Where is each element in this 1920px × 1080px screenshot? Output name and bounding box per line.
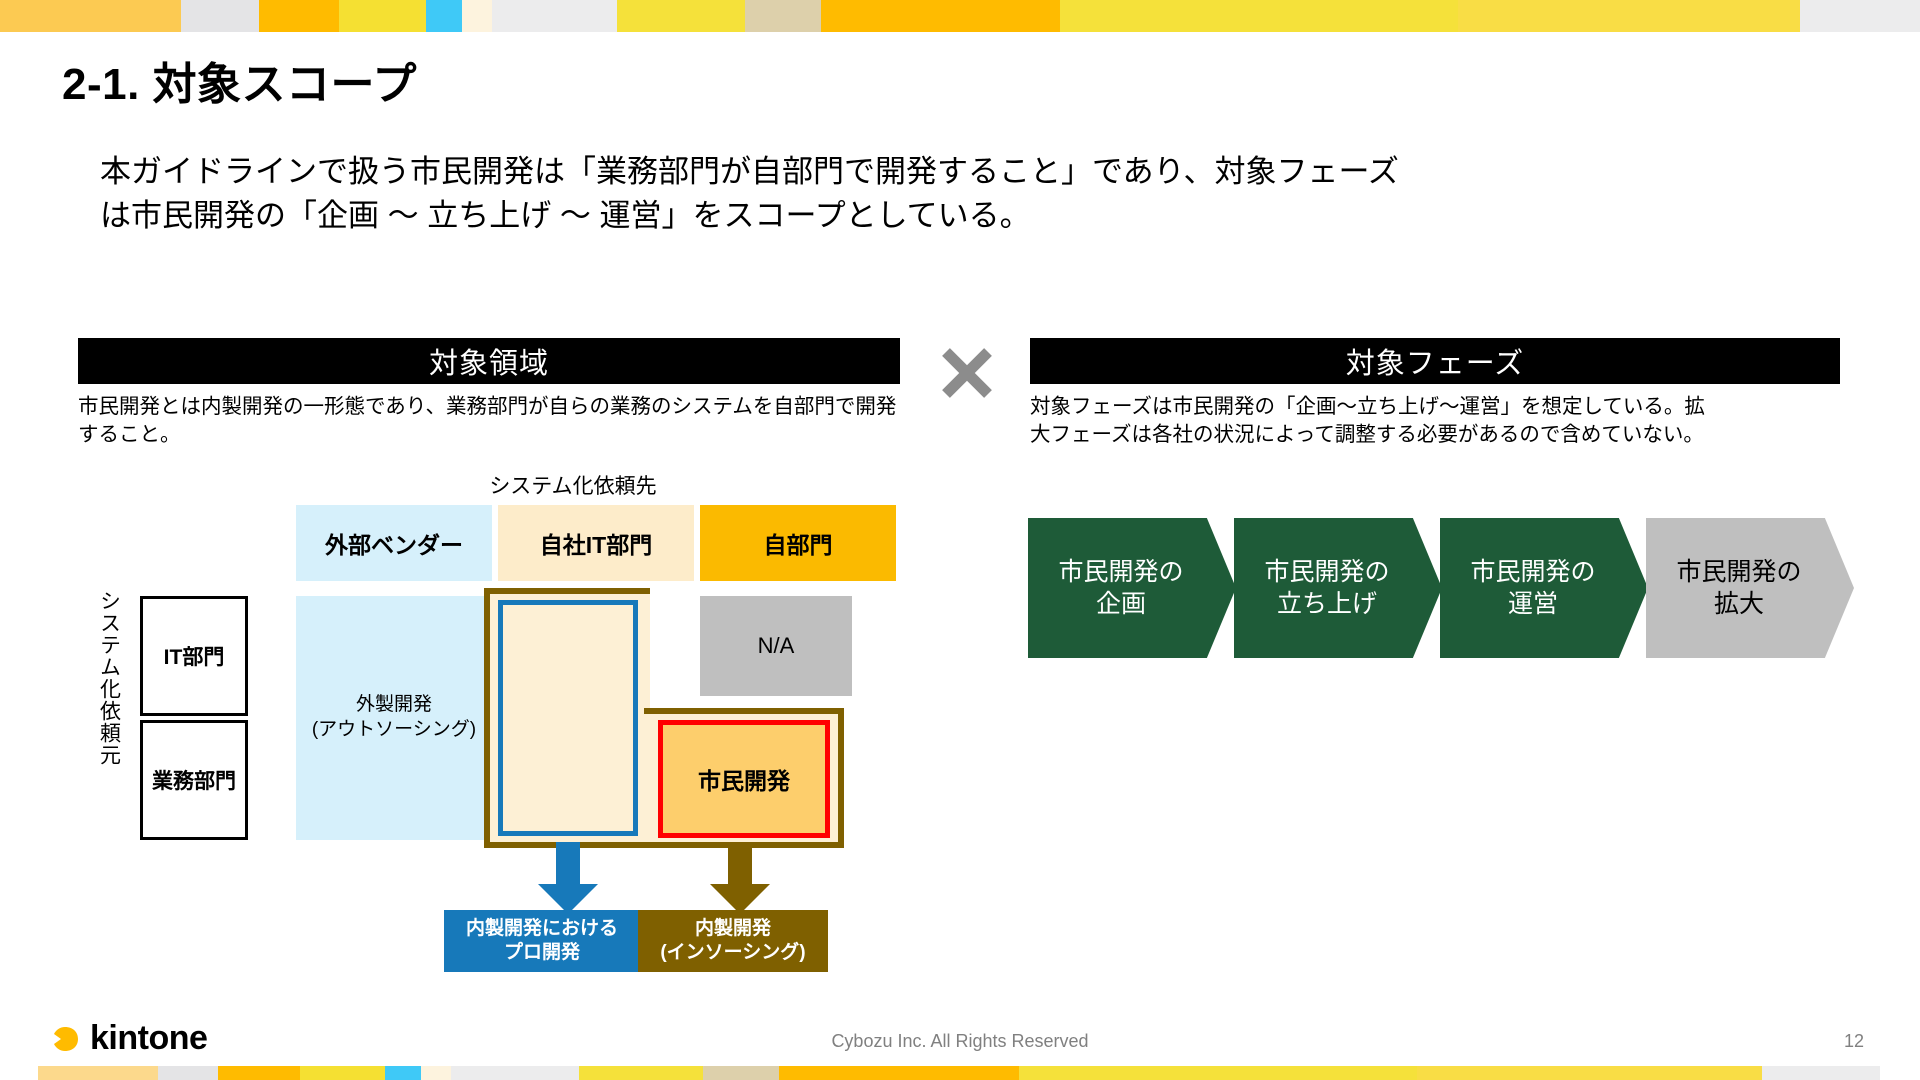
phase-chevron-planning: 市民開発の 企画 (1028, 518, 1236, 658)
decorative-stripe-4 (426, 0, 462, 32)
matrix-top-axis-label: システム化依頼先 (489, 475, 657, 498)
decorative-stripe-12 (1417, 1066, 1762, 1080)
matrix-column-header-external-vendor: 外部ベンダー (296, 505, 492, 581)
matrix-cell-citizen-development: 市民開発 (658, 720, 830, 838)
scope-matrix-diagram: システム化依頼先 システム化依頼元 外部ベンダー 自社IT部門 自部門 IT部門… (78, 470, 918, 1030)
matrix-column-header-internal-it: 自社IT部門 (498, 505, 694, 581)
matrix-left-axis-label: システム化依頼元 (97, 590, 121, 766)
phase-chevron-operation-line-2: 運営 (1507, 590, 1558, 618)
matrix-cell-pro-development (498, 600, 638, 836)
phase-chevron-expansion-line-2: 拡大 (1713, 590, 1764, 618)
decorative-stripe-2 (158, 1066, 218, 1080)
decorative-stripe-3 (339, 0, 426, 32)
decorative-stripe-13 (1762, 1066, 1880, 1080)
kintone-logo: kintone (48, 1019, 208, 1058)
decorative-stripe-9 (703, 1066, 779, 1080)
kintone-logo-text: kintone (90, 1019, 208, 1057)
matrix-cell-outsourcing-line-1: 外製開発 (355, 694, 432, 716)
decorative-stripe-6 (492, 0, 617, 32)
callout-pro-development-line-1: 内製開発における (465, 918, 618, 940)
left-panel-header: 対象領域 (78, 338, 900, 384)
phase-chevron-launch-line-2: 立ち上げ (1276, 590, 1377, 618)
decorative-stripe-8 (745, 0, 821, 32)
decorative-stripe-11 (1458, 0, 1800, 32)
decorative-stripe-0 (0, 0, 181, 32)
right-panel-header: 対象フェーズ (1030, 338, 1840, 384)
decorative-stripe-8 (579, 1066, 703, 1080)
phase-chevron-operation: 市民開発の 運営 (1440, 518, 1648, 658)
right-panel-description: 対象フェーズは市民開発の「企画～立ち上げ～運営」を想定している。拡 大フェーズは… (1030, 393, 1850, 448)
phase-chevron-operation-line-1: 市民開発の (1470, 557, 1596, 586)
page-title: 2-1. 対象スコープ (62, 60, 417, 109)
decorative-stripe-2 (259, 0, 339, 32)
olive-down-arrow-icon (700, 842, 780, 919)
lead-line-2: は市民開発の「企画 ～ 立ち上げ ～ 運営」をスコープとしている。 (100, 198, 1031, 234)
lead-line-1: 本ガイドラインで扱う市民開発は「業務部門が自部門で開発すること」であり、対象フェ… (100, 154, 1399, 189)
phase-chevron-planning-line-1: 市民開発の (1058, 557, 1184, 586)
matrix-column-header-own-department: 自部門 (700, 505, 896, 581)
top-decorative-stripe-bar (0, 0, 1920, 32)
callout-pro-development-line-2: プロ開発 (503, 942, 580, 963)
left-panel-description: 市民開発とは内製開発の一形態であり、業務部門が自らの業務のシステムを自部門で開発… (78, 395, 897, 446)
lead-paragraph: 本ガイドラインで扱う市民開発は「業務部門が自部門で開発すること」であり、対象フェ… (100, 150, 1660, 238)
phase-chevron-expansion-line-1: 市民開発の (1676, 557, 1802, 586)
decorative-stripe-5 (385, 1066, 421, 1080)
bottom-decorative-stripe-bar (0, 1066, 1920, 1080)
callout-insourcing-line-1: 内製開発 (694, 918, 771, 940)
right-panel-description-line-1: 対象フェーズは市民開発の「企画～立ち上げ～運営」を想定している。拡 (1030, 395, 1705, 418)
callout-insourcing: 内製開発 (インソーシング) (638, 910, 828, 972)
decorative-stripe-11 (1019, 1066, 1417, 1080)
phase-chevron-planning-line-2: 企画 (1095, 590, 1146, 618)
decorative-stripe-3 (218, 1066, 300, 1080)
decorative-stripe-7 (451, 1066, 579, 1080)
decorative-stripe-6 (421, 1066, 451, 1080)
decorative-stripe-14 (1880, 1066, 1920, 1080)
blue-down-arrow-icon (528, 842, 608, 919)
matrix-row-header-business-department: 業務部門 (140, 720, 248, 840)
decorative-stripe-1 (181, 0, 259, 32)
matrix-cell-outsourcing: 外製開発 (アウトソーシング) (296, 596, 492, 840)
decorative-stripe-0 (0, 1066, 38, 1080)
times-separator-icon (938, 344, 996, 402)
matrix-row-header-it-department: IT部門 (140, 596, 248, 716)
phase-chevron-launch-line-1: 市民開発の (1264, 557, 1390, 586)
right-panel-description-line-2: 大フェーズは各社の状況によって調整する必要があるので含めていない。 (1030, 422, 1704, 446)
callout-pro-development: 内製開発における プロ開発 (444, 910, 640, 972)
callout-insourcing-line-2: (インソーシング) (660, 942, 806, 963)
footer-page-number: 12 (1843, 1031, 1864, 1051)
kintone-mark-icon (54, 1026, 78, 1051)
decorative-stripe-9 (821, 0, 1060, 32)
phase-chevron-group: 市民開発の 企画 市民開発の 立ち上げ 市民開発の 運営 市民開発の 拡大 (1028, 518, 1868, 658)
decorative-stripe-12 (1800, 0, 1920, 32)
decorative-stripe-4 (300, 1066, 385, 1080)
matrix-cell-not-applicable: N/A (700, 596, 852, 696)
phase-chevron-expansion: 市民開発の 拡大 (1646, 518, 1854, 658)
insourcing-group-outline-joint (638, 714, 652, 842)
decorative-stripe-10 (1060, 0, 1458, 32)
footer-copyright: Cybozu Inc. All Rights Reserved (831, 1031, 1089, 1051)
matrix-cell-outsourcing-line-2: (アウトソーシング) (311, 719, 477, 740)
decorative-stripe-5 (462, 0, 492, 32)
decorative-stripe-10 (779, 1066, 1019, 1080)
decorative-stripe-7 (617, 0, 745, 32)
phase-chevron-launch: 市民開発の 立ち上げ (1234, 518, 1442, 658)
decorative-stripe-1 (38, 1066, 158, 1080)
